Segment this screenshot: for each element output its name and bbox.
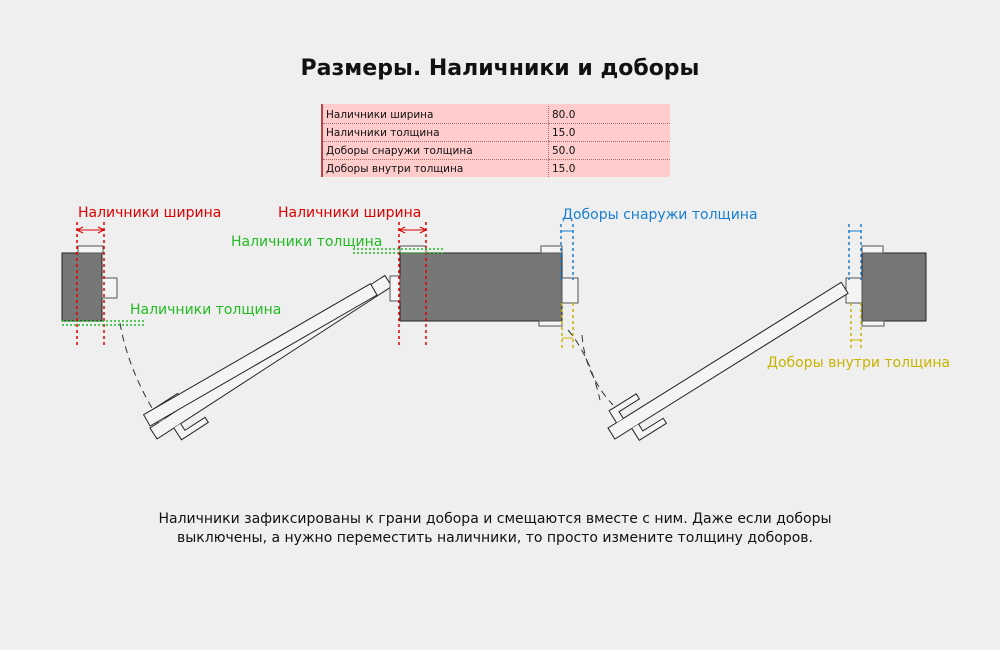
caption-text: Наличники зафиксированы к грани добора и… <box>158 511 832 546</box>
param-row[interactable]: Наличники толщина 15.0 <box>323 123 670 142</box>
casing-bottom <box>538 320 563 327</box>
extension-outside <box>540 245 563 254</box>
wall <box>861 252 927 322</box>
extension-inside <box>561 277 579 304</box>
door-leaf <box>142 283 378 427</box>
extension-outside <box>861 245 884 254</box>
diagram-title: Размеры. Наличники и доборы <box>300 56 700 81</box>
casing-top <box>77 245 104 254</box>
door-swing-arc <box>581 334 614 406</box>
label-casing-thickness: Наличники толщина <box>231 234 382 250</box>
dim-arrowhead <box>75 226 106 234</box>
casing-bottom <box>861 320 885 327</box>
label-extension-outside: Доборы снаружи толщина <box>562 207 758 223</box>
param-value[interactable]: 15.0 <box>548 123 670 142</box>
label-casing-width: Наличники ширина <box>78 205 221 221</box>
label-extension-inside: Доборы внутри толщина <box>767 355 950 371</box>
parameters-table: Наличники ширина 80.0 Наличники толщина … <box>321 104 670 177</box>
door-assembly-2: Наличники ширина Наличники толщина Добор… <box>142 205 758 427</box>
param-row[interactable]: Наличники ширина 80.0 <box>323 106 670 124</box>
door-assembly-3: Доборы внутри толщина <box>581 224 950 441</box>
param-row[interactable]: Доборы внутри толщина 15.0 <box>323 159 670 177</box>
label-casing-width: Наличники ширина <box>278 205 421 221</box>
wall <box>61 252 103 322</box>
param-value[interactable]: 15.0 <box>548 159 670 177</box>
label-casing-thickness: Наличники толщина <box>130 302 281 318</box>
door-leaf <box>607 281 849 441</box>
param-name: Наличники ширина <box>323 106 549 124</box>
param-name: Доборы внутри толщина <box>323 159 549 177</box>
param-row[interactable]: Доборы снаружи толщина 50.0 <box>323 141 670 160</box>
param-name: Доборы снаружи толщина <box>323 141 549 160</box>
wall <box>399 252 563 322</box>
door-swing-arc <box>119 322 159 419</box>
casing-side <box>389 275 401 302</box>
casing-side <box>101 277 118 299</box>
extension-inside <box>845 277 863 304</box>
param-name: Наличники толщина <box>323 123 549 142</box>
dim-arrowhead <box>397 226 428 234</box>
param-value[interactable]: 50.0 <box>548 141 670 160</box>
param-value[interactable]: 80.0 <box>548 106 670 124</box>
